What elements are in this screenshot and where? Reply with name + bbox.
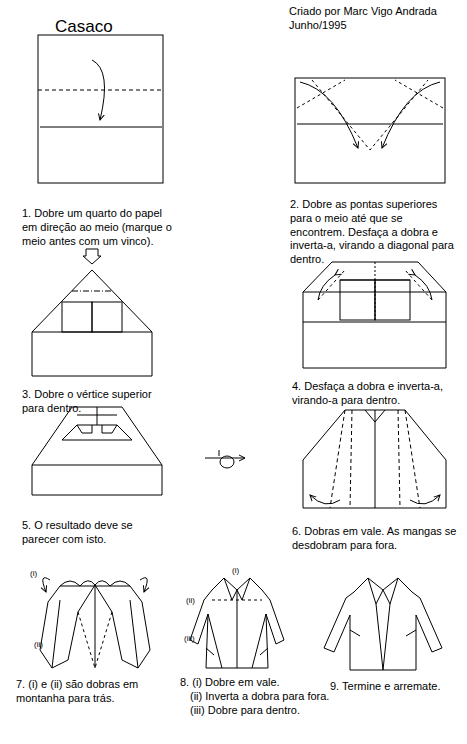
callout-number: (ii) <box>186 596 195 606</box>
callout-number: (i) <box>232 566 239 576</box>
step-caption: 3. Dobre o vértice superior para dentro. <box>22 388 152 416</box>
callout-number: (ii) <box>34 640 43 650</box>
step-caption: 2. Dobre as pontas superiores para o mei… <box>290 198 455 267</box>
diagram-title: Casaco <box>55 16 113 37</box>
callout-number: (iii) <box>184 634 195 644</box>
step-caption: (ii) Inverta a dobra para fora. <box>190 690 329 704</box>
step-caption: 7. (i) e (ii) são dobras em montanha par… <box>16 678 156 706</box>
credit-note: Criado por Marc Vigo Andrada Junho/1995 <box>289 5 449 33</box>
step-caption: (iii) Dobre para dentro. <box>190 704 300 718</box>
step-caption: 6. Dobras em vale. As mangas se desdobra… <box>292 525 457 553</box>
step-caption: 4. Desfaça a dobra e inverta-a, virando-… <box>292 380 457 408</box>
step-caption: 1. Dobre um quarto do papel em direção a… <box>22 207 172 248</box>
callout-number: (i) <box>30 569 37 579</box>
step-caption: 9. Termine e arremate. <box>330 680 460 694</box>
step-caption: 8. (i) Dobre em vale. <box>180 676 280 690</box>
step-caption: 5. O resultado deve se parecer com isto. <box>22 519 172 547</box>
